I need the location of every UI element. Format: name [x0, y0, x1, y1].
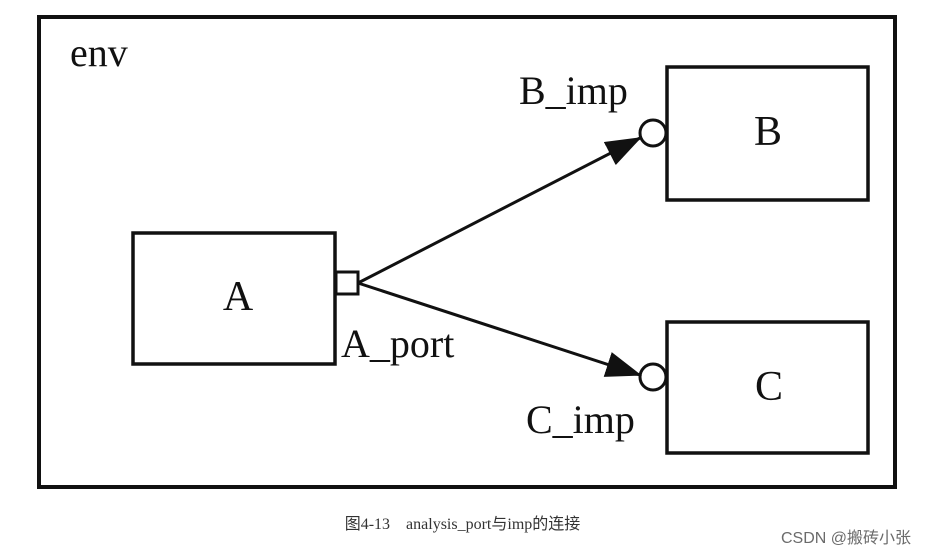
component-a-box — [131, 231, 337, 366]
c-imp-circle — [638, 362, 668, 392]
a-port-square — [334, 270, 360, 296]
arrow-a-port-to-c-imp — [357, 281, 642, 377]
c-imp-label: C_imp — [526, 397, 635, 442]
env-label: env — [70, 30, 128, 75]
component-b-box — [665, 65, 870, 202]
figure-caption: 图4-13 analysis_port与imp的连接 — [344, 516, 581, 533]
a-port-label: A_port — [341, 321, 454, 366]
b-imp-circle — [638, 118, 668, 148]
watermark: CSDN @搬砖小张 — [780, 530, 911, 547]
component-c-label: C — [755, 364, 783, 410]
component-a-label: A — [223, 274, 254, 320]
b-imp-label: B_imp — [519, 68, 628, 113]
component-c-box — [665, 320, 870, 455]
arrow-a-port-to-b-imp — [357, 136, 642, 285]
component-b-label: B — [754, 109, 782, 155]
